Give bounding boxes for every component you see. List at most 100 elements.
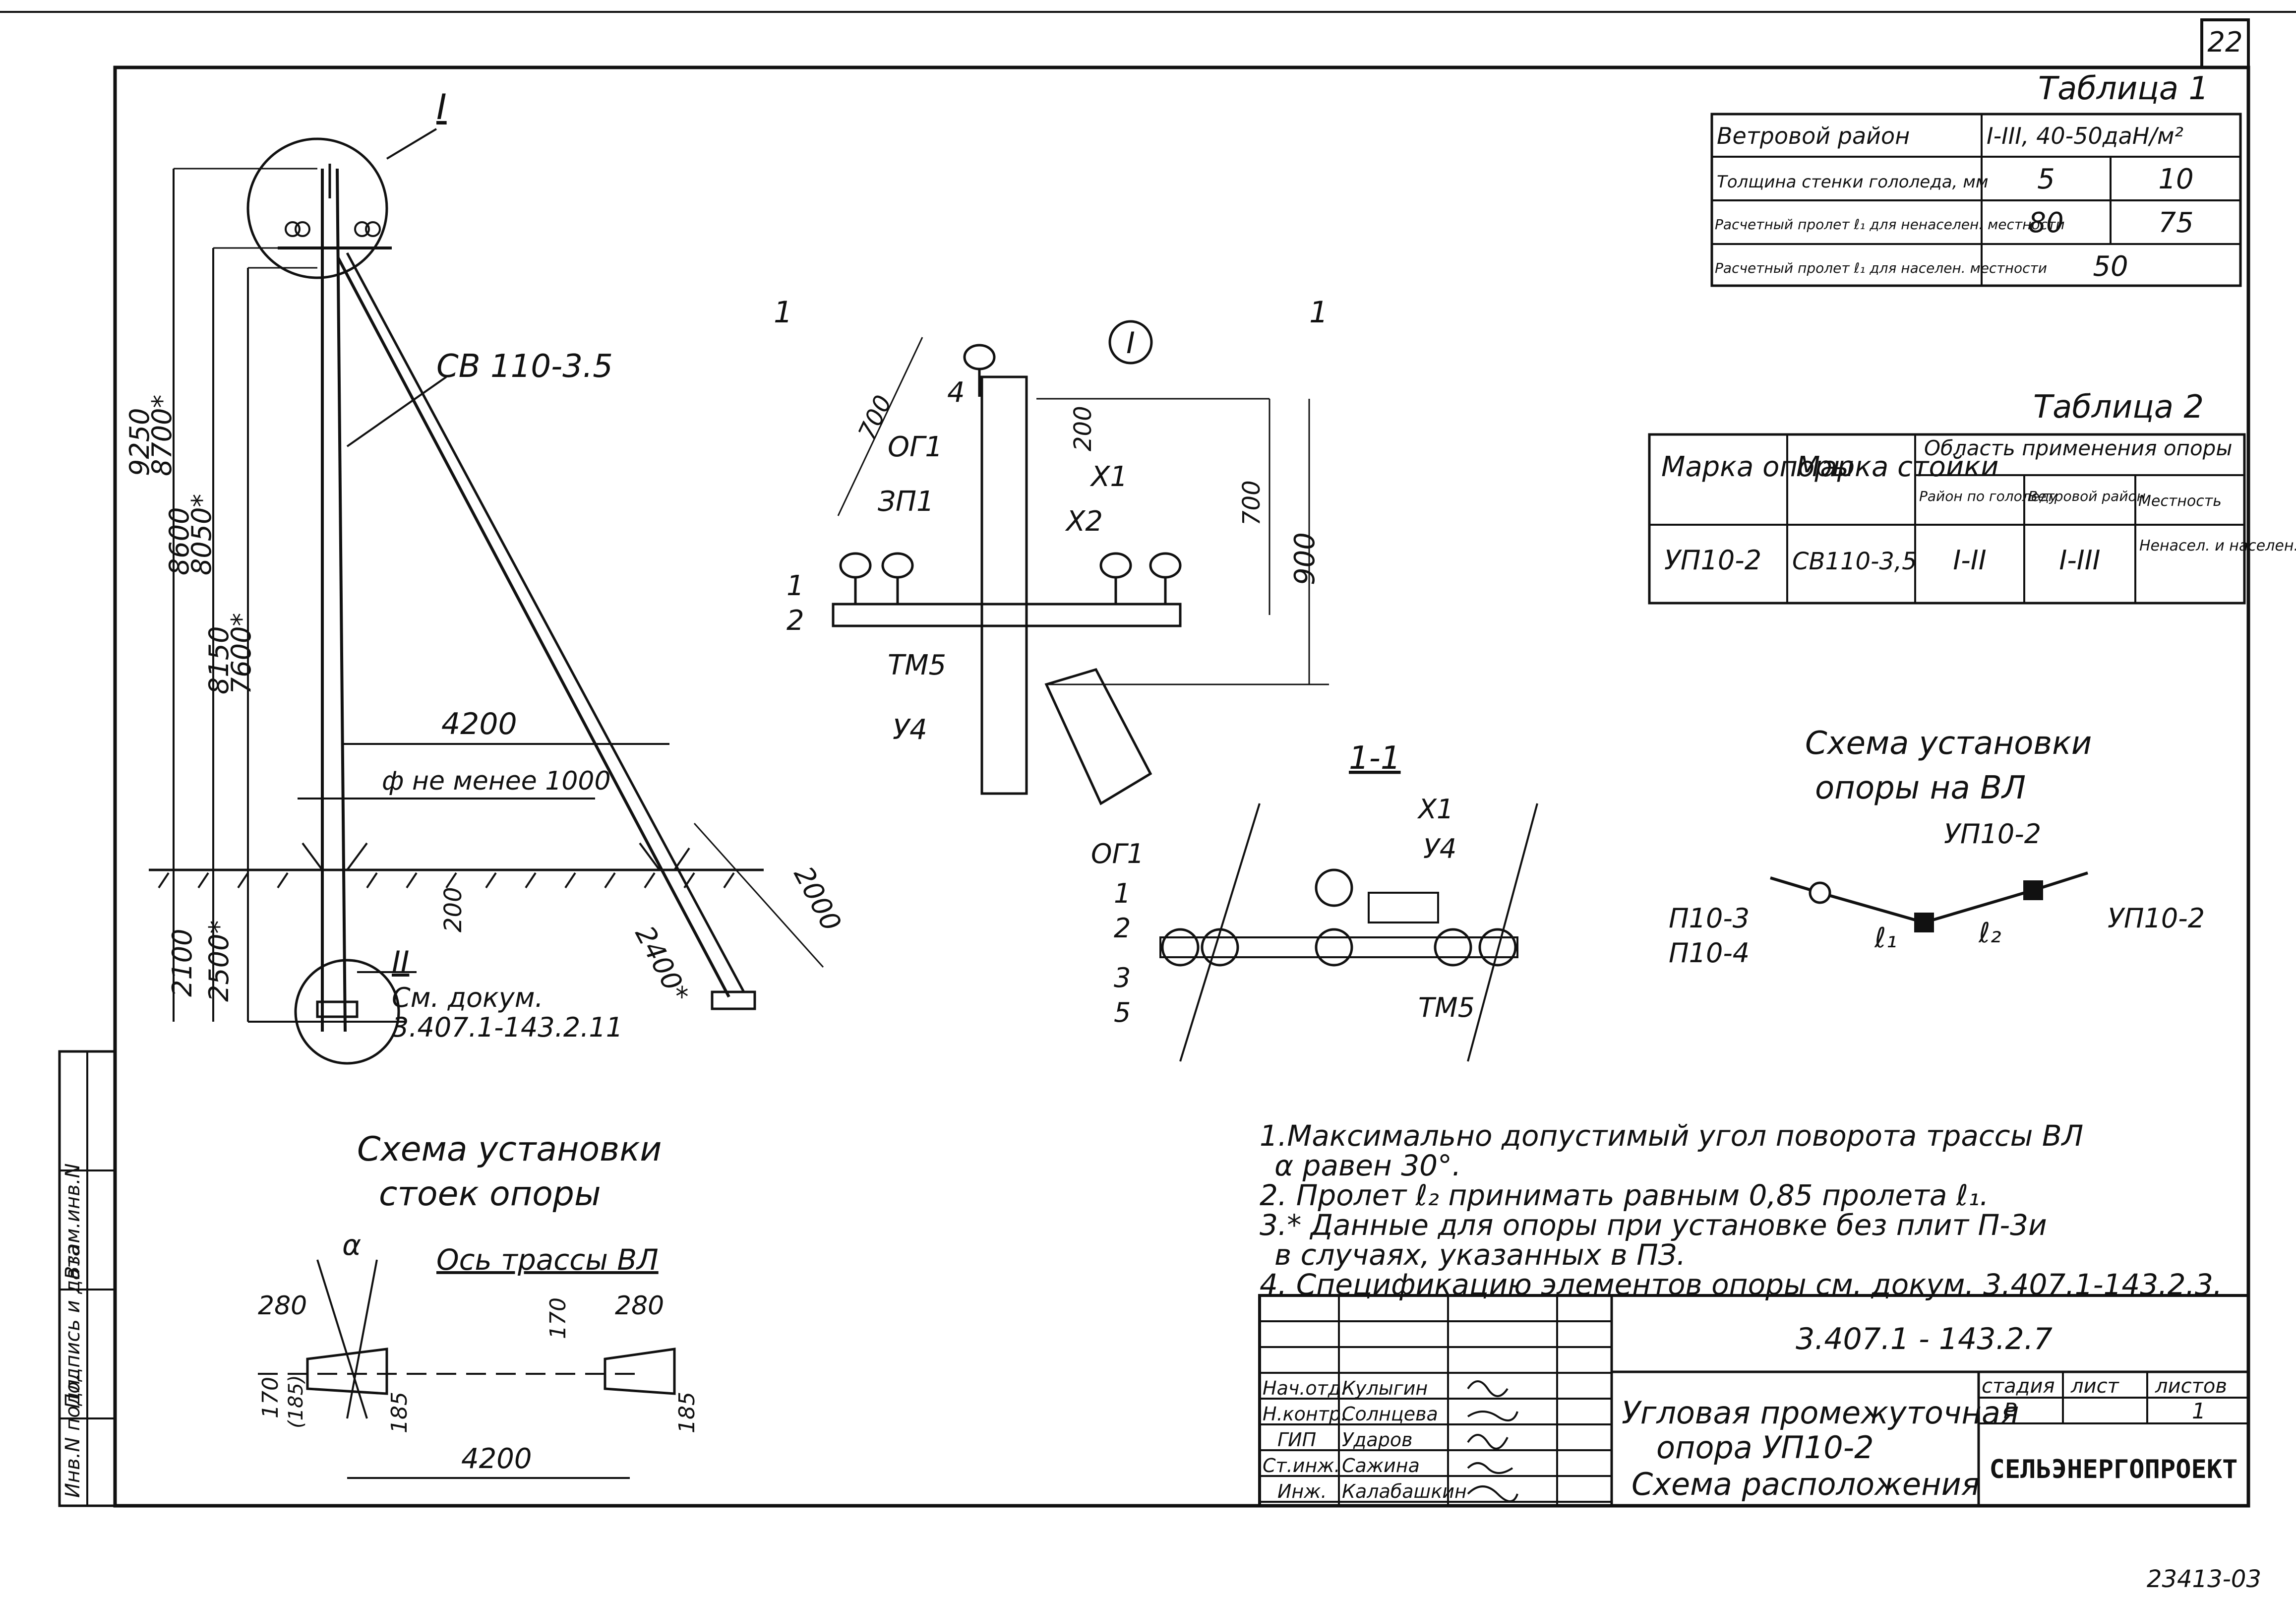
detail-label-2: 2 xyxy=(786,605,804,637)
scheme-stands-alpha: α xyxy=(342,1228,361,1262)
note-1b: α равен 30°. xyxy=(1274,1149,1461,1182)
t1-wind-label: Ветровой район xyxy=(1717,123,1910,149)
margin-stamp: Инв.N подл. Подпись и дата Взам.инв.N xyxy=(58,1050,117,1507)
detail-label-4: 4 xyxy=(947,376,965,409)
detail-ii-circle xyxy=(294,959,400,1065)
stands-dim-280a: 280 xyxy=(258,1291,307,1321)
detail-i-circle xyxy=(246,137,388,279)
tb-name-1: Кулыгин xyxy=(1342,1377,1428,1399)
t2-h-veter: Ветровой район xyxy=(2028,488,2146,504)
scheme-vl-up10-2-b: УП10-2 xyxy=(2108,903,2205,934)
table-2: Таблица 2 Марка опоры Марка стойки Облас… xyxy=(1648,389,2296,605)
main-pole-view: I СВ 110-3.5 9250 8700* 8600 xyxy=(124,87,847,1065)
t2-veter: I-III xyxy=(2059,545,2100,576)
t2-opora: УП10-2 xyxy=(1664,545,1761,576)
detail-dim-900: 900 xyxy=(1289,532,1321,585)
stands-dim-280b: 280 xyxy=(615,1291,664,1321)
scheme-vl-up10-2-a: УП10-2 xyxy=(1944,818,2041,850)
dim-2000: 2000 xyxy=(788,861,847,936)
page-number-box xyxy=(2200,18,2250,69)
tb-title-2: опора УП10-2 xyxy=(1656,1429,1874,1466)
tb-name-2: Солнцева xyxy=(1342,1403,1438,1425)
tb-title-3: Схема расположения xyxy=(1631,1466,1980,1502)
stamp-inv-podl: Инв.N подл. xyxy=(61,1373,84,1498)
sec-label-2: 2 xyxy=(1114,913,1131,944)
t1-ice-10: 10 xyxy=(2158,163,2193,195)
t1-wind-value: I-III, 40-50даН/м² xyxy=(1987,123,2183,149)
support-node-1 xyxy=(1914,913,1934,932)
dim-2100: 2100 xyxy=(167,929,198,997)
detail-i-callout: I xyxy=(1126,326,1135,361)
scheme-vl-title-2: опоры на ВЛ xyxy=(1815,770,2026,806)
title-block: 3.407.1 - 143.2.7 Угловая промежуточная … xyxy=(1258,1294,2250,1507)
detail-label-og1: ОГ1 xyxy=(888,431,943,463)
t1-span-80: 80 xyxy=(2028,207,2063,239)
install-scheme-vl: Схема установки опоры на ВЛ П10-3 П10-4 … xyxy=(1669,725,2205,969)
sec-label-x1: Х1 xyxy=(1417,794,1453,825)
stands-dim-185b: 185 xyxy=(674,1392,700,1433)
tb-name-3: Ударов xyxy=(1342,1429,1412,1451)
dim-2400: 2400* xyxy=(629,921,695,1008)
stamp-vzam: Взам.инв.N xyxy=(61,1164,84,1280)
sec-label-1: 1 xyxy=(1114,878,1131,909)
scheme-stands-axis: Ось трассы ВЛ xyxy=(436,1243,659,1277)
t1-span-50: 50 xyxy=(2093,250,2128,283)
scheme-vl-title-1: Схема установки xyxy=(1805,725,2092,762)
table-1-title: Таблица 1 xyxy=(2038,70,2209,107)
detail-label-tm5: ТМ5 xyxy=(888,649,946,681)
scheme-stands-title-2: стоек опоры xyxy=(379,1174,601,1214)
t2-h-mestnost: Местность xyxy=(2138,492,2222,510)
dim-8600: 8600 xyxy=(164,507,195,575)
t1-span-75: 75 xyxy=(2158,207,2193,239)
tb-stage: Р xyxy=(2003,1399,2017,1424)
detail-label-x2: Х2 xyxy=(1065,505,1103,538)
dim-8050: 8050* xyxy=(186,494,217,575)
stands-dim-185p: (185) xyxy=(285,1375,307,1428)
sec-label-5: 5 xyxy=(1114,997,1131,1028)
notes: 1.Максимально допустимый угол поворота т… xyxy=(1260,1119,2222,1301)
signatures xyxy=(1467,1380,1518,1502)
tb-title-1: Угловая промежуточная xyxy=(1622,1395,2019,1431)
t2-stoika: СВ110-3,5 xyxy=(1792,548,1917,575)
note-2: 2. Пролет ℓ₂ принимать равным 0,85 проле… xyxy=(1260,1178,1989,1212)
dim-8150: 8150 xyxy=(203,626,235,694)
table-2-title: Таблица 2 xyxy=(2033,389,2204,426)
table-1: Таблица 1 Ветровой район I-III, 40-50даН… xyxy=(1710,70,2242,287)
archive-number: 23413-03 xyxy=(2147,1565,2261,1593)
detail-label-u4: У4 xyxy=(893,714,927,746)
tb-role-4: Ст.инж. xyxy=(1263,1455,1340,1476)
t1-ice-label: Толщина стенки гололеда, мм xyxy=(1717,172,1989,192)
detail-dim-700b: 700 xyxy=(1238,480,1266,526)
callout-i-label: I xyxy=(436,87,447,127)
stands-dim-185a: 185 xyxy=(387,1392,412,1433)
scheme-stands-title-1: Схема установки xyxy=(357,1130,662,1169)
support-node-2 xyxy=(2023,880,2043,900)
section-1-1-view: 1-1 ОГ1 1 2 3 5 Х1 У4 ТМ5 xyxy=(1091,740,1538,1062)
detail-label-zp1: ЗП1 xyxy=(878,486,934,518)
t2-h-oblast: Область применения опоры xyxy=(1924,436,2233,460)
note-3: 3.* Данные для опоры при установке без п… xyxy=(1260,1208,2047,1242)
detail-label-1: 1 xyxy=(786,570,804,602)
dim-9250: 9250 xyxy=(124,408,155,476)
section-mark-right: 1 xyxy=(1309,295,1328,330)
sec-label-u4: У4 xyxy=(1423,833,1456,864)
tb-name-4: Сажина xyxy=(1342,1455,1420,1476)
scheme-vl-l1: ℓ₁ xyxy=(1874,922,1897,954)
tb-org: СЕЛЬЭНЕРГОПРОЕКТ xyxy=(1990,1455,2238,1484)
scheme-vl-p10-3: П10-3 xyxy=(1669,903,1750,934)
t2-mestnost: Ненасел. и населен. xyxy=(2139,537,2296,554)
stand-label: СВ 110-3.5 xyxy=(436,348,613,385)
t2-h-marka-stoiki: Марка стойки xyxy=(1796,451,1998,483)
stands-dim-170a: 170 xyxy=(258,1377,283,1418)
tb-role-3: ГИП xyxy=(1277,1429,1316,1451)
tb-sheet-header: лист xyxy=(2070,1375,2120,1398)
tb-role-1: Нач.отд. xyxy=(1263,1377,1347,1399)
stands-dim-170b: 170 xyxy=(545,1297,571,1339)
section-title: 1-1 xyxy=(1349,740,1401,777)
dim-7600: 7600* xyxy=(226,613,257,694)
sheet-frame xyxy=(113,65,2250,1508)
dim-4200: 4200 xyxy=(441,707,517,741)
dim-200: 200 xyxy=(439,887,467,932)
tb-stage-header: стадия xyxy=(1982,1375,2055,1398)
